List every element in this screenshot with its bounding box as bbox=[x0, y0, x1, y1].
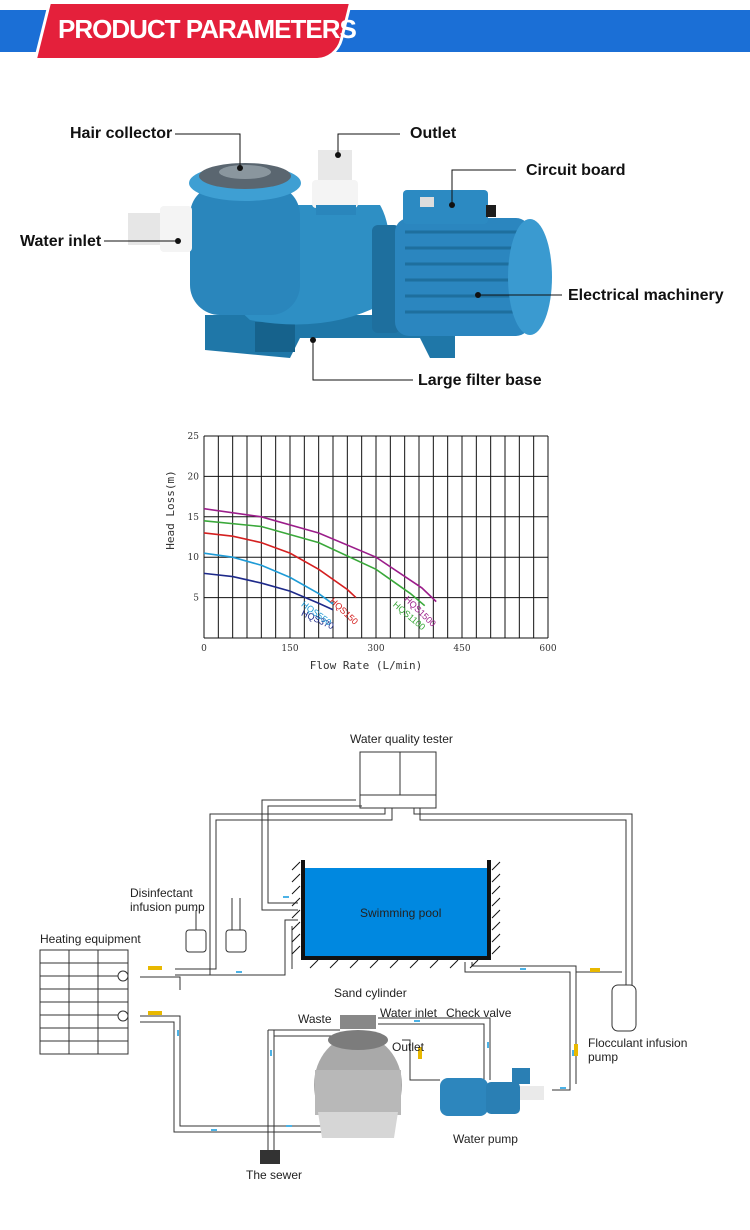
water-pump-small bbox=[440, 1068, 544, 1116]
outlet-label: Outlet bbox=[410, 125, 457, 142]
disinfectant-pump-1 bbox=[185, 929, 207, 953]
flocculant-pump bbox=[611, 984, 637, 1032]
series-line-hqs150 bbox=[203, 532, 357, 599]
x-tick-label: 600 bbox=[539, 644, 556, 654]
heating-equipment bbox=[39, 949, 129, 1055]
pump-illustration bbox=[104, 133, 562, 381]
x-tick-label: 450 bbox=[453, 644, 470, 654]
pipes bbox=[140, 799, 633, 1150]
y-axis-label: Head Loss(m) bbox=[164, 470, 177, 549]
sewer-drain bbox=[260, 1150, 280, 1164]
large-filter-base-label: Large filter base bbox=[418, 372, 542, 389]
x-tick-label: 0 bbox=[201, 644, 207, 654]
heating-equipment-label: Heating equipment bbox=[40, 932, 141, 946]
outlet-diagram-label: Outlet bbox=[392, 1040, 425, 1054]
swimming-pool-label: Swimming pool bbox=[360, 906, 442, 920]
electrical-machinery-label: Electrical machinery bbox=[568, 287, 724, 304]
series-line-hqs550 bbox=[203, 552, 334, 605]
water-quality-tester-label: Water quality tester bbox=[350, 732, 453, 746]
x-tick-label: 150 bbox=[281, 644, 298, 654]
x-tick-label: 300 bbox=[367, 644, 384, 654]
check-valve-label: Check valve bbox=[446, 1006, 512, 1020]
page-title: PRODUCT PARAMETERS bbox=[58, 14, 357, 44]
chart-ticks: 0 150 300 450 600 5 10 15 20 25 bbox=[188, 432, 557, 654]
circuit-board-label: Circuit board bbox=[526, 162, 626, 179]
y-tick-label: 15 bbox=[188, 513, 200, 523]
sand-cylinder-label: Sand cylinder bbox=[334, 986, 407, 1000]
waste-label: Waste bbox=[298, 1012, 332, 1026]
sewer-label: The sewer bbox=[246, 1168, 303, 1182]
water-inlet-label: Water inlet bbox=[20, 233, 102, 250]
water-inlet-diagram-label: Water inlet bbox=[380, 1006, 437, 1020]
hair-collector-label: Hair collector bbox=[70, 125, 173, 142]
water-pump-label: Water pump bbox=[453, 1132, 518, 1146]
y-tick-label: 10 bbox=[188, 553, 200, 563]
y-tick-label: 25 bbox=[188, 432, 200, 442]
series-line-hqs1500 bbox=[203, 507, 437, 603]
sand-cylinder bbox=[314, 1015, 402, 1138]
tester-box bbox=[359, 751, 437, 809]
disinfectant-pump-label: Disinfectant infusion pump bbox=[130, 886, 205, 914]
series-line-hqs370 bbox=[203, 572, 334, 611]
y-tick-label: 5 bbox=[193, 594, 199, 604]
series-line-hqs1100 bbox=[203, 520, 426, 607]
x-axis-label: Flow Rate (L/min) bbox=[310, 659, 423, 672]
disinfectant-pump-2 bbox=[225, 929, 247, 953]
y-tick-label: 20 bbox=[188, 472, 200, 482]
flow-arrows bbox=[177, 896, 574, 1131]
valves bbox=[148, 966, 600, 1059]
flocculant-pump-label: Flocculant infusion pump bbox=[588, 1036, 688, 1064]
pool-water bbox=[305, 868, 487, 956]
